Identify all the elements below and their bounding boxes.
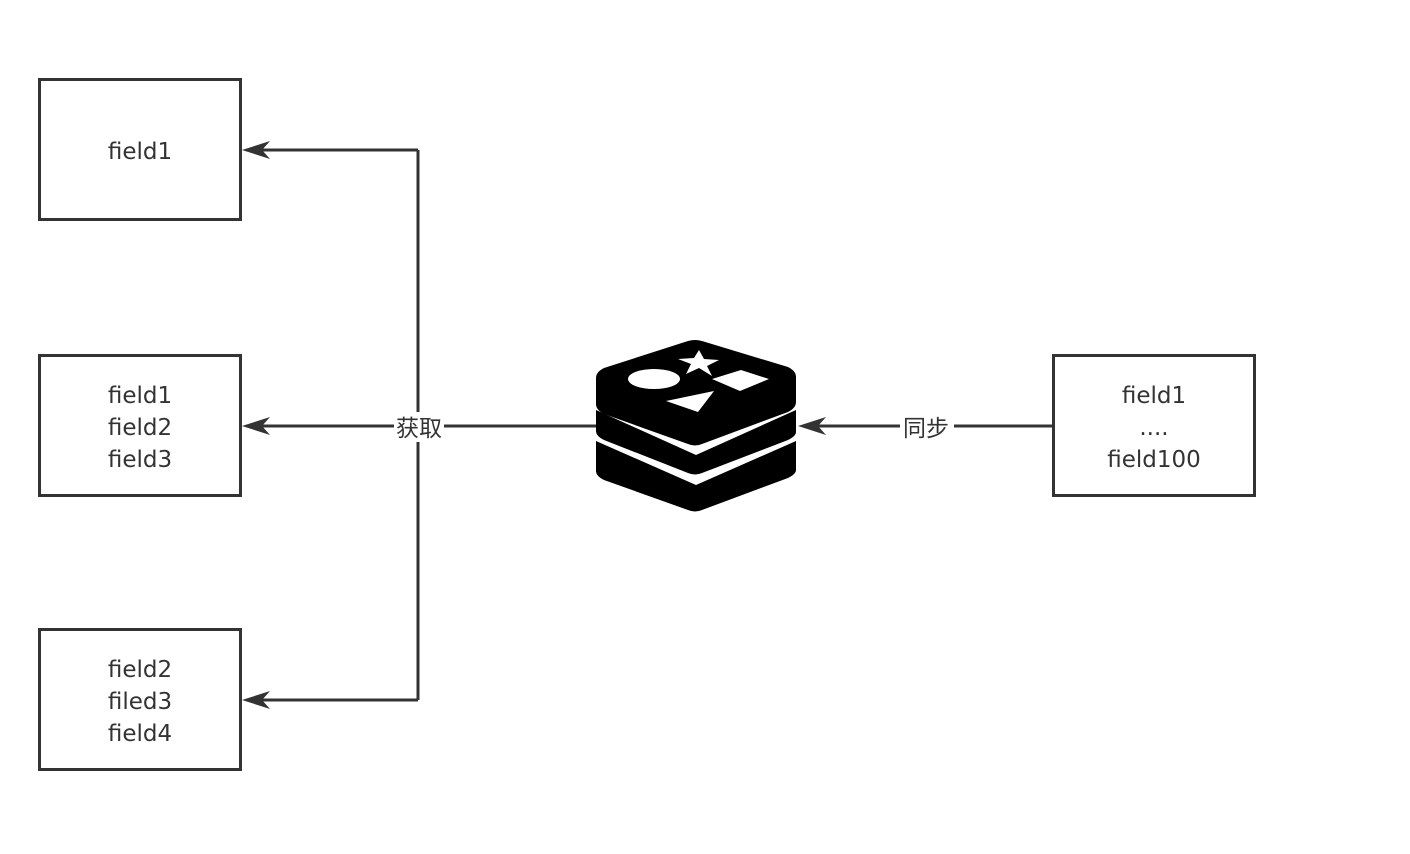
redis-logo-icon: [596, 340, 796, 512]
fetch-connector: 获取: [242, 141, 596, 709]
redis-ellipse-shape: [628, 369, 680, 389]
box-line: ....: [1139, 415, 1168, 441]
redis-layer-middle: [596, 410, 796, 475]
fetch-label-bg: [394, 412, 444, 442]
box-line: filed3: [108, 689, 172, 715]
arrowhead-sync: [798, 417, 826, 435]
redis-layer-top: [596, 340, 796, 446]
box-line: field1: [108, 383, 172, 409]
field-box-middle: field1 field2 field3: [38, 354, 242, 497]
box-line: field3: [108, 447, 172, 473]
redis-triangle-shape: [666, 391, 714, 412]
box-line: field100: [1107, 447, 1201, 473]
box-line: field1: [108, 139, 172, 165]
source-box: field1 .... field100: [1052, 354, 1256, 497]
redis-layer-bottom: [596, 441, 796, 512]
arrowhead-bottom: [242, 691, 270, 709]
field-box-bottom: field2 filed3 field4: [38, 628, 242, 771]
box-line: field2: [108, 657, 172, 683]
field-box-top: field1: [38, 78, 242, 221]
arrowhead-top: [242, 141, 270, 159]
redis-diamond-shape: [712, 370, 769, 391]
sync-label: 同步: [903, 416, 949, 442]
sync-connector: 同步: [798, 412, 1052, 442]
box-line: field4: [108, 721, 172, 747]
fetch-label: 获取: [396, 416, 442, 442]
sync-label-bg: [900, 412, 954, 442]
box-line: field2: [108, 415, 172, 441]
arrowhead-middle: [242, 417, 270, 435]
box-line: field1: [1122, 383, 1186, 409]
redis-star-shape: [678, 350, 719, 376]
